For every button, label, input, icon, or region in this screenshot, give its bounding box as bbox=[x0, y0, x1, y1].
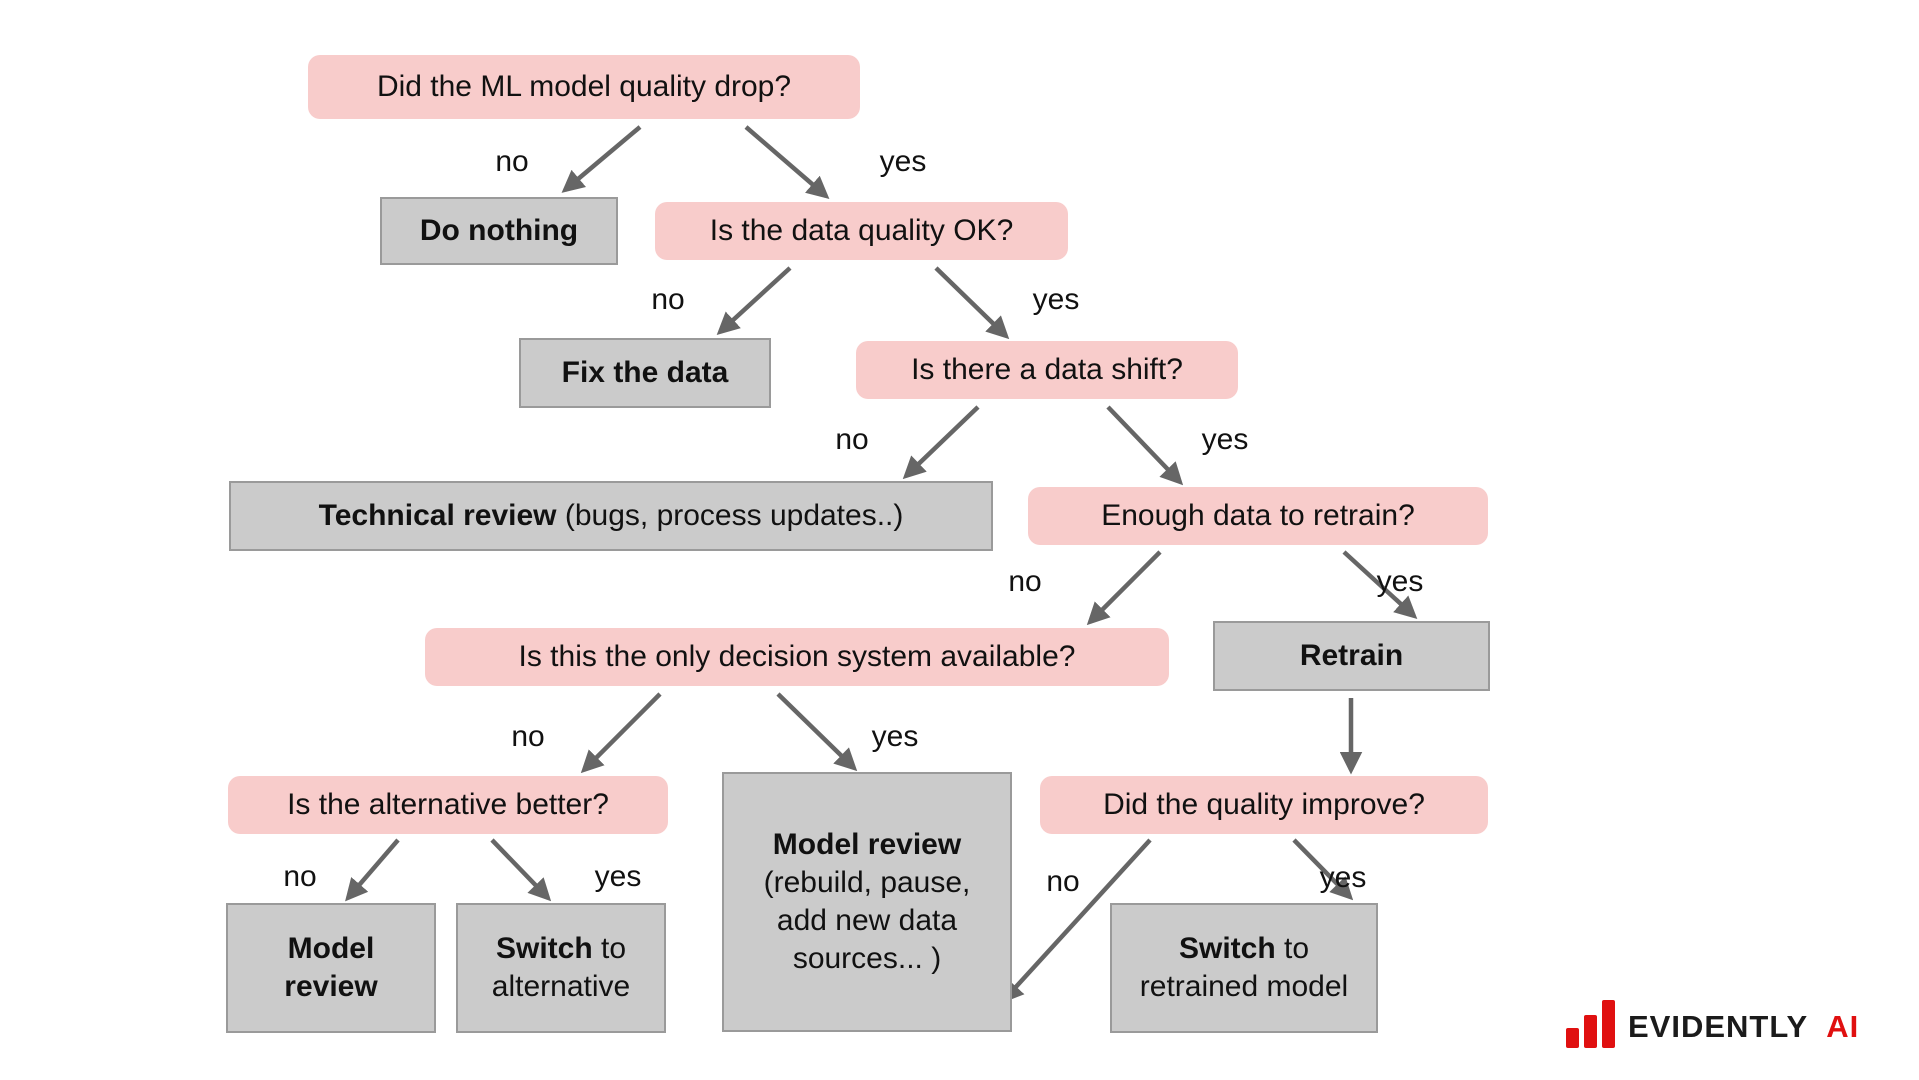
node-text: Did the quality improve? bbox=[1103, 788, 1425, 821]
logo-brand-text: EVIDENTLY bbox=[1628, 1009, 1808, 1044]
node-text: Switch bbox=[495, 932, 593, 965]
flow-arrow-1 bbox=[744, 125, 830, 199]
node-only-decision-system: Is this the only decision system availab… bbox=[425, 628, 1169, 686]
edge-label-no: no bbox=[283, 860, 317, 893]
node-text: Is the alternative better? bbox=[287, 788, 609, 821]
flow-arrow-11 bbox=[345, 838, 400, 902]
logo-bar-medium bbox=[1584, 1015, 1597, 1048]
edge-label-yes: yes bbox=[1376, 565, 1424, 598]
node-text: sources... ) bbox=[792, 942, 942, 975]
node-technical-review: Technical review (bugs, process updates.… bbox=[229, 481, 993, 551]
node-text: to bbox=[592, 932, 627, 965]
node-is-there-data-shift: Is there a data shift? bbox=[856, 341, 1238, 399]
node-text: (rebuild, pause, bbox=[763, 866, 971, 899]
node-text: Model bbox=[287, 932, 375, 965]
node-do-nothing: Do nothing bbox=[380, 197, 618, 265]
node-text: Model review bbox=[772, 828, 962, 861]
edge-label-yes: yes bbox=[1319, 861, 1367, 894]
node-text: Is this the only decision system availab… bbox=[518, 640, 1076, 673]
flow-arrow-0 bbox=[561, 125, 642, 193]
node-text: alternative bbox=[491, 970, 631, 1003]
flow-arrow-5 bbox=[1106, 405, 1184, 486]
logo-wordmark: EVIDENTLY AI bbox=[1628, 1011, 1859, 1048]
node-is-data-quality-ok: Is the data quality OK? bbox=[655, 202, 1068, 260]
edge-label-yes: yes bbox=[594, 860, 642, 893]
node-switch-to-retrained: Switch to retrained model bbox=[1110, 903, 1378, 1033]
flow-arrow-12 bbox=[490, 838, 552, 902]
node-text: retrained model bbox=[1139, 970, 1349, 1003]
flow-arrow-6 bbox=[1086, 550, 1162, 626]
edge-label-yes: yes bbox=[1032, 283, 1080, 316]
node-text: review bbox=[284, 970, 378, 1003]
logo-ai-text: AI bbox=[1826, 1009, 1860, 1044]
flow-arrow-2 bbox=[716, 266, 792, 336]
node-text: Is the data quality OK? bbox=[709, 214, 1014, 247]
evidently-ai-logo: EVIDENTLY AI bbox=[1566, 1000, 1859, 1048]
node-text: Fix the data bbox=[561, 356, 729, 389]
node-is-alternative-better: Is the alternative better? bbox=[228, 776, 668, 834]
edge-label-no: no bbox=[1008, 565, 1042, 598]
edge-label-yes: yes bbox=[871, 720, 919, 753]
edge-label-yes: yes bbox=[1201, 423, 1249, 456]
bar-chart-icon bbox=[1566, 1000, 1615, 1048]
node-did-quality-drop: Did the ML model quality drop? bbox=[308, 55, 860, 119]
node-fix-the-data: Fix the data bbox=[519, 338, 771, 408]
node-text: Is there a data shift? bbox=[911, 353, 1183, 386]
flow-arrow-7 bbox=[1342, 550, 1418, 620]
node-switch-to-alternative: Switch to alternative bbox=[456, 903, 666, 1033]
edge-label-no: no bbox=[651, 283, 685, 316]
flow-arrow-4 bbox=[902, 405, 980, 480]
edge-label-no: no bbox=[511, 720, 545, 753]
node-retrain: Retrain bbox=[1213, 621, 1490, 691]
flow-arrow-8 bbox=[580, 692, 662, 774]
edge-label-no: no bbox=[1046, 865, 1080, 898]
node-text: (bugs, process updates..) bbox=[556, 499, 904, 532]
edge-label-no: no bbox=[835, 423, 869, 456]
node-text: Retrain bbox=[1299, 639, 1404, 672]
node-model-review-detailed: Model review (rebuild, pause, add new data… bbox=[722, 772, 1012, 1032]
node-text: Do nothing bbox=[419, 214, 579, 247]
node-text: Switch bbox=[1178, 932, 1276, 965]
node-text: Enough data to retrain? bbox=[1101, 499, 1415, 532]
node-text: Did the ML model quality drop? bbox=[376, 70, 792, 103]
logo-bar-small bbox=[1566, 1028, 1579, 1048]
flow-arrow-3 bbox=[934, 266, 1010, 340]
node-model-review: Model review bbox=[226, 903, 436, 1033]
edge-label-yes: yes bbox=[879, 145, 927, 178]
node-did-quality-improve: Did the quality improve? bbox=[1040, 776, 1488, 834]
node-enough-data-to-retrain: Enough data to retrain? bbox=[1028, 487, 1488, 545]
flow-arrow-9 bbox=[776, 692, 858, 772]
flow-arrow-14 bbox=[1292, 838, 1354, 901]
node-text: add new data bbox=[776, 904, 958, 937]
node-text: to bbox=[1275, 932, 1310, 965]
edge-label-no: no bbox=[495, 145, 529, 178]
node-text: Technical review bbox=[318, 499, 557, 532]
logo-bar-large bbox=[1602, 1000, 1615, 1048]
flow-arrow-13 bbox=[1000, 838, 1152, 1004]
